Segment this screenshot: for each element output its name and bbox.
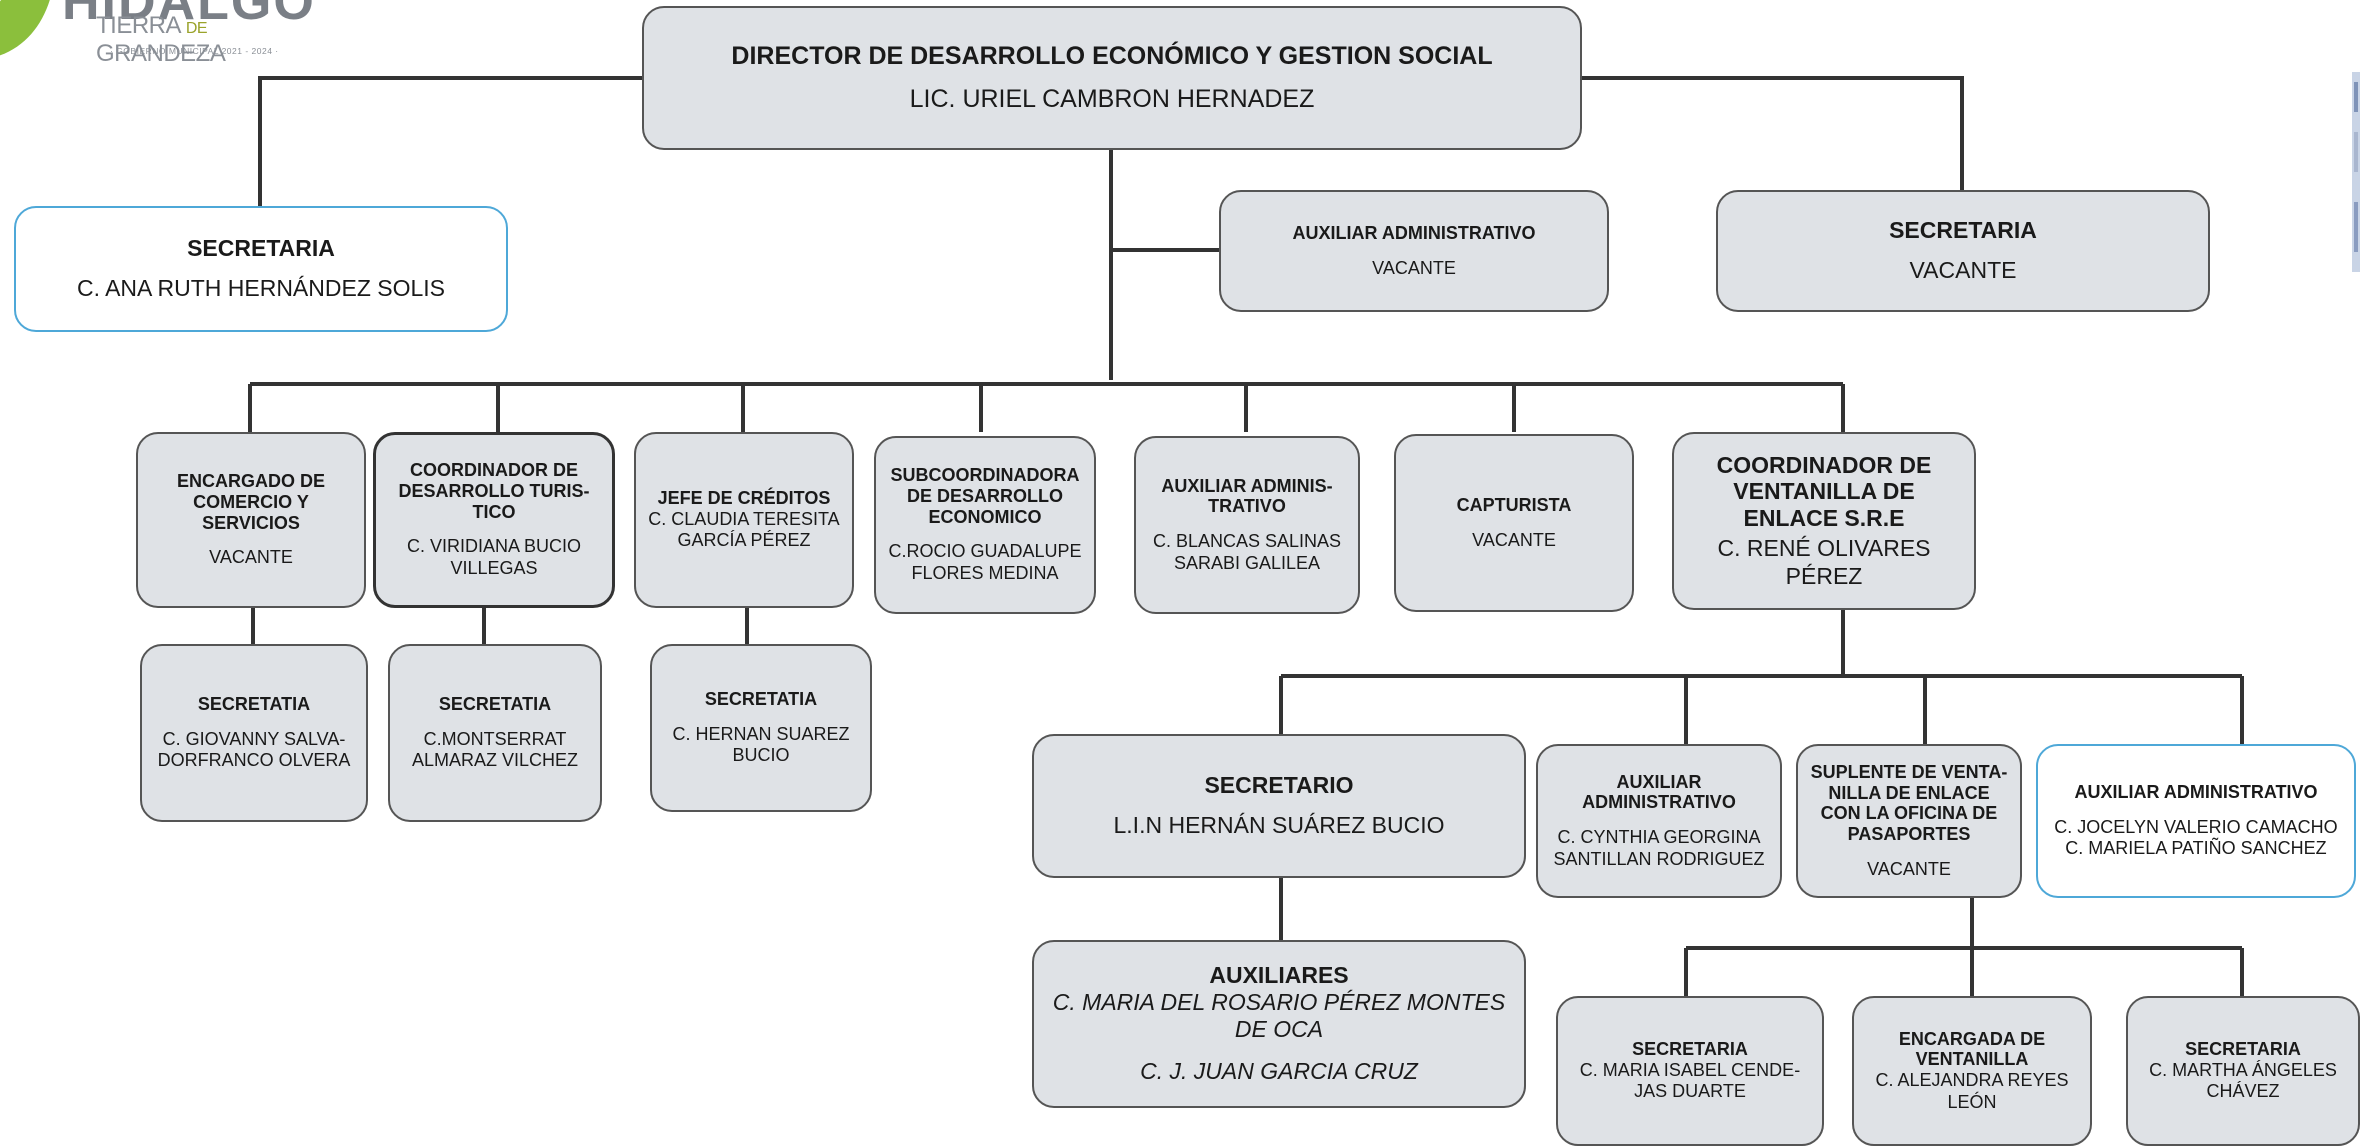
creditos-box[interactable]: JEFE DE CRÉDITOS C. CLAUDIA TERESITA GAR… — [634, 432, 854, 608]
capturista-title: CAPTURISTA — [1456, 494, 1572, 515]
sec-creditos-title: SECRETATIA — [704, 689, 818, 710]
sec-pasaportes-2-title: SECRETARIA — [2185, 1039, 2301, 1060]
sec-pasaportes-2-name: C. MARTHA ÁNGELES CHÁVEZ — [2149, 1059, 2337, 1102]
secretario-name: L.I.N HERNÁN SUÁREZ BUCIO — [1113, 812, 1445, 839]
connector-director-secretaria-left — [258, 76, 642, 206]
auxiliar-admin-top-name: VACANTE — [1372, 257, 1456, 278]
auxiliar2-title: AUXILIAR ADMINIS-TRATIVO — [1161, 475, 1333, 517]
comercio-box[interactable]: ENCARGADO DE COMERCIO Y SERVICIOS VACANT… — [136, 432, 366, 608]
ventanilla-box[interactable]: COORDINADOR DE VENTANILLA DE ENLACE S.R.… — [1672, 432, 1976, 610]
turistico-name: C. VIRIDIANA BUCIO VILLEGAS — [406, 536, 582, 579]
sec-comercio-box[interactable]: SECRETATIA C. GIOVANNY SALVA-DORFRANCO O… — [140, 644, 368, 822]
auxiliar-admin-top-box[interactable]: AUXILIAR ADMINISTRATIVO VACANTE — [1219, 190, 1609, 312]
sec-pasaportes-1-box[interactable]: SECRETARIA C. MARIA ISABEL CENDE-JAS DUA… — [1556, 996, 1824, 1146]
auxiliares-title: AUXILIARES — [1209, 962, 1349, 989]
encargada-name: C. ALEJANDRA REYES LEÓN — [1875, 1070, 2069, 1112]
sec-pasaportes-1-name: C. MARIA ISABEL CENDE-JAS DUARTE — [1579, 1059, 1801, 1102]
comercio-name: VACANTE — [209, 547, 293, 568]
turistico-title: COORDINADOR DE DESARROLLO TURIS-TICO — [398, 460, 590, 522]
creditos-name: C. CLAUDIA TERESITA GARCÍA PÉREZ — [648, 508, 840, 551]
secretaria-right-name: VACANTE — [1909, 257, 2017, 284]
sec-pasaportes-1-title: SECRETARIA — [1632, 1039, 1748, 1060]
connector-director-secretaria-right — [1582, 76, 1964, 190]
auxiliar-right-name-1: C. JOCELYN VALERIO CAMACHO — [2054, 816, 2338, 837]
secretario-box[interactable]: SECRETARIO L.I.N HERNÁN SUÁREZ BUCIO — [1032, 734, 1526, 878]
sec-turistico-name: C.MONTSERRAT ALMARAZ VILCHEZ — [411, 728, 579, 771]
leaf-icon — [0, 0, 50, 56]
capturista-box[interactable]: CAPTURISTA VACANTE — [1394, 434, 1634, 612]
logo-subline: · GOBIERNO MUNICIPAL 2021 - 2024 · — [110, 46, 279, 56]
director-box[interactable]: DIRECTOR DE DESARROLLO ECONÓMICO Y GESTI… — [642, 6, 1582, 150]
sec-turistico-box[interactable]: SECRETATIA C.MONTSERRAT ALMARAZ VILCHEZ — [388, 644, 602, 822]
auxiliares-box[interactable]: AUXILIARES C. MARIA DEL ROSARIO PÉREZ MO… — [1032, 940, 1526, 1108]
creditos-title: JEFE DE CRÉDITOS — [657, 488, 831, 509]
ventanilla-name: C. RENÉ OLIVARES PÉREZ — [1717, 535, 1931, 589]
auxiliares-name-1: C. MARIA DEL ROSARIO PÉREZ MONTES DE OCA — [1052, 988, 1506, 1043]
director-name: LIC. URIEL CAMBRON HERNADEZ — [909, 85, 1315, 114]
auxiliar-right-name-2: C. MARIELA PATIÑO SANCHEZ — [2065, 838, 2327, 859]
scan-edge-strip — [2352, 72, 2360, 272]
secretaria-left-box[interactable]: SECRETARIA C. ANA RUTH HERNÁNDEZ SOLIS — [14, 206, 508, 332]
sec-comercio-name: C. GIOVANNY SALVA-DORFRANCO OLVERA — [157, 728, 351, 771]
subcoordinadora-title: SUBCOORDINADORA DE DESARROLLO ECONOMICO — [890, 465, 1080, 527]
encargada-box[interactable]: ENCARGADA DE VENTANILLA C. ALEJANDRA REY… — [1852, 996, 2092, 1146]
secretaria-left-title: SECRETARIA — [187, 234, 335, 261]
suplente-title: SUPLENTE DE VENTA-NILLA DE ENLACE CON LA… — [1810, 761, 2008, 844]
suplente-box[interactable]: SUPLENTE DE VENTA-NILLA DE ENLACE CON LA… — [1796, 744, 2022, 898]
sec-creditos-box[interactable]: SECRETATIA C. HERNAN SUAREZ BUCIO — [650, 644, 872, 812]
logo-tagline-grandeza: GRANDEZA — [96, 40, 226, 67]
director-title: DIRECTOR DE DESARROLLO ECONÓMICO Y GESTI… — [731, 41, 1493, 70]
sec-turistico-title: SECRETATIA — [438, 694, 552, 715]
municipal-logo: HIDALGO TIERRA DE GRANDEZA · GOBIERNO MU… — [0, 0, 330, 70]
subcoordinadora-box[interactable]: SUBCOORDINADORA DE DESARROLLO ECONOMICO … — [874, 436, 1096, 614]
auxiliar2-name: C. BLANCAS SALINAS SARABI GALILEA — [1152, 531, 1342, 573]
auxiliar-admin-top-title: AUXILIAR ADMINISTRATIVO — [1292, 222, 1536, 243]
sec-comercio-title: SECRETATIA — [197, 694, 311, 715]
logo-tagline-de: DE — [185, 20, 208, 37]
sec-creditos-name: C. HERNAN SUAREZ BUCIO — [672, 723, 850, 766]
auxiliares-name-2: C. J. JUAN GARCIA CRUZ — [1140, 1058, 1418, 1085]
auxiliar2-box[interactable]: AUXILIAR ADMINIS-TRATIVO C. BLANCAS SALI… — [1134, 436, 1360, 614]
subcoordinadora-name: C.ROCIO GUADALUPE FLORES MEDINA — [888, 541, 1082, 584]
auxiliar-vent-name: C. CYNTHIA GEORGINA SANTILLAN RODRIGUEZ — [1553, 827, 1765, 869]
logo-tagline: TIERRA DE GRANDEZA — [96, 12, 330, 68]
auxiliar-vent-box[interactable]: AUXILIAR ADMINISTRATIVO C. CYNTHIA GEORG… — [1536, 744, 1782, 898]
logo-wordmark: HIDALGO — [62, 0, 316, 31]
ventanilla-title: COORDINADOR DE VENTANILLA DE ENLACE S.R.… — [1716, 451, 1932, 531]
secretaria-right-title: SECRETARIA — [1889, 216, 2037, 243]
secretaria-right-box[interactable]: SECRETARIA VACANTE — [1716, 190, 2210, 312]
comercio-title: ENCARGADO DE COMERCIO Y SERVICIOS — [176, 471, 325, 533]
auxiliar-right-box[interactable]: AUXILIAR ADMINISTRATIVO C. JOCELYN VALER… — [2036, 744, 2356, 898]
auxiliar-vent-title: AUXILIAR ADMINISTRATIVO — [1582, 771, 1736, 813]
turistico-box[interactable]: COORDINADOR DE DESARROLLO TURIS-TICO C. … — [373, 432, 615, 608]
logo-tagline-tierra: TIERRA — [96, 12, 180, 39]
secretaria-left-name: C. ANA RUTH HERNÁNDEZ SOLIS — [76, 275, 446, 302]
secretario-title: SECRETARIO — [1204, 771, 1354, 798]
encargada-title: ENCARGADA DE VENTANILLA — [1898, 1028, 2046, 1070]
auxiliar-right-title: AUXILIAR ADMINISTRATIVO — [2074, 782, 2318, 803]
suplente-name: VACANTE — [1867, 858, 1951, 879]
capturista-name: VACANTE — [1472, 529, 1556, 550]
sec-pasaportes-2-box[interactable]: SECRETARIA C. MARTHA ÁNGELES CHÁVEZ — [2126, 996, 2360, 1146]
